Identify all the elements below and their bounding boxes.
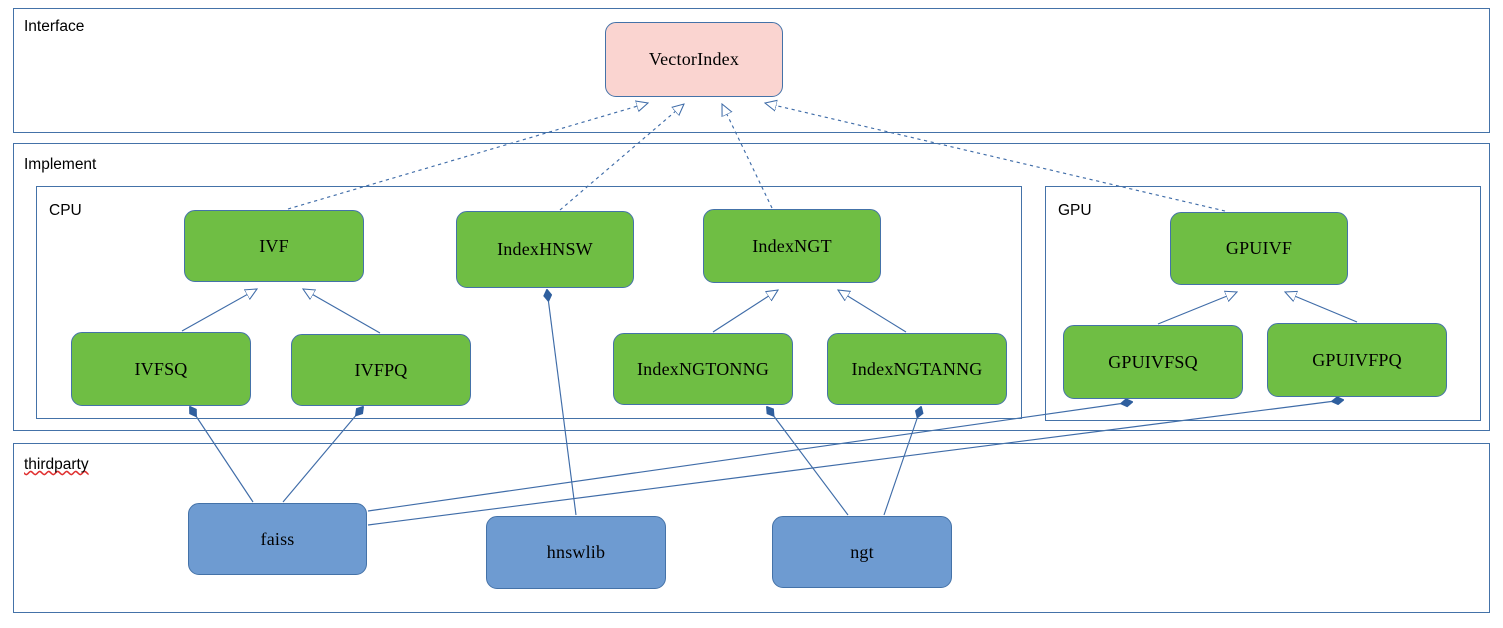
node-gpuivf[interactable]: GPUIVF	[1170, 212, 1348, 285]
node-gpuivfpq[interactable]: GPUIVFPQ	[1267, 323, 1447, 397]
node-hnswlib[interactable]: hnswlib	[486, 516, 666, 589]
node-gpuivfsq[interactable]: GPUIVFSQ	[1063, 325, 1243, 399]
container-label-cpu: CPU	[49, 202, 82, 219]
node-faiss[interactable]: faiss	[188, 503, 367, 575]
container-label-implement: Implement	[24, 156, 97, 173]
node-vectorindex[interactable]: VectorIndex	[605, 22, 783, 97]
container-implement	[13, 143, 1490, 431]
node-indexhnsw[interactable]: IndexHNSW	[456, 211, 634, 288]
node-ngt[interactable]: ngt	[772, 516, 952, 588]
node-ivfsq[interactable]: IVFSQ	[71, 332, 251, 406]
container-interface	[13, 8, 1490, 133]
node-ivf[interactable]: IVF	[184, 210, 364, 282]
container-label-gpu: GPU	[1058, 202, 1092, 219]
container-gpu	[1045, 186, 1481, 421]
node-indexngt[interactable]: IndexNGT	[703, 209, 881, 283]
container-thirdparty	[13, 443, 1490, 613]
container-label-thirdparty: thirdparty	[24, 456, 89, 473]
container-label-interface: Interface	[24, 18, 85, 35]
node-indexngtanng[interactable]: IndexNGTANNG	[827, 333, 1007, 405]
node-ivfpq[interactable]: IVFPQ	[291, 334, 471, 406]
node-indexngtonng[interactable]: IndexNGTONNG	[613, 333, 793, 405]
container-cpu	[36, 186, 1022, 419]
